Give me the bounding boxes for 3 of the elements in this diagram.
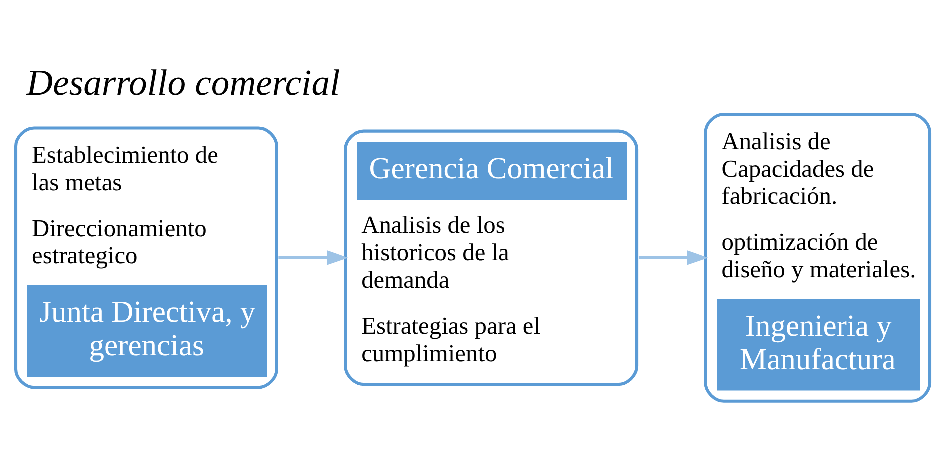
arrow bbox=[278, 250, 348, 266]
diagram-title: Desarrollo comercial bbox=[26, 62, 340, 103]
arrow bbox=[638, 250, 708, 266]
